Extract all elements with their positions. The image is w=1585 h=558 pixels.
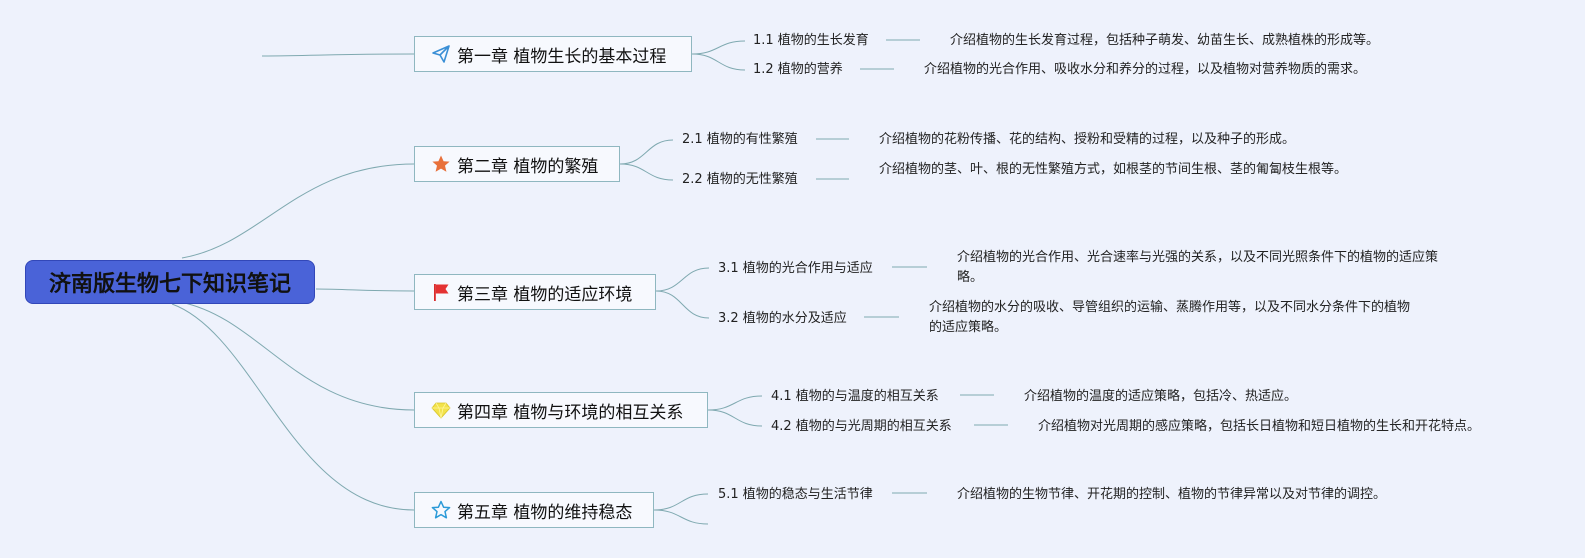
topic-3-2-desc: 介绍植物的水分的吸收、导管组织的运输、蒸腾作用等，以及不同水分条件下的植物的适应… (929, 298, 1419, 338)
flag-icon (431, 282, 451, 302)
topic-label: 4.2 植物的与光周期的相互关系 (771, 419, 952, 434)
chapter-branch-4 (619, 163, 674, 181)
chapter-branch-8 (707, 409, 763, 427)
topic-desc: 介绍植物的茎、叶、根的无性繁殖方式，如根茎的节间生根、茎的匍匐枝生根等。 (879, 162, 1348, 177)
chapter-branch-10 (653, 509, 709, 525)
chapter-5[interactable]: 第五章 植物的维持稳态 (414, 492, 654, 528)
chapter-1[interactable]: 第一章 植物生长的基本过程 (414, 36, 692, 72)
chapter-1-title: 第一章 植物生长的基本过程 (457, 46, 667, 67)
root-branch-2 (181, 163, 415, 259)
topic-label: 5.1 植物的稳态与生活节律 (718, 487, 873, 502)
topic-desc: 介绍植物的光合作用、光合速率与光强的关系，以及不同光照条件下的植物的适应策略。 (957, 250, 1439, 285)
root-title: 济南版生物七下知识笔记 (48, 272, 291, 297)
chapter-branch-5 (655, 267, 710, 292)
root-branch-4 (179, 301, 415, 411)
topic-desc: 介绍植物的水分的吸收、导管组织的运输、蒸腾作用等，以及不同水分条件下的植物的适应… (929, 300, 1411, 335)
topic-4-1-desc: 介绍植物的温度的适应策略，包括冷、热适应。 (1024, 387, 1444, 407)
chapter-branch-6 (655, 290, 710, 319)
topic-5-1-desc: 介绍植物的生物节律、开花期的控制、植物的节律异常以及对节律的调控。 (957, 485, 1427, 505)
root-topic[interactable]: 济南版生物七下知识笔记 (25, 260, 315, 304)
diamond-icon (431, 400, 451, 420)
topic-label: 3.1 植物的光合作用与适应 (718, 261, 873, 276)
topic-2-1[interactable]: 2.1 植物的有性繁殖 (682, 132, 798, 148)
topic-desc: 介绍植物对光周期的感应策略，包括长日植物和短日植物的生长和开花特点。 (1038, 419, 1481, 434)
topic-desc: 介绍植物的生长发育过程，包括种子萌发、幼苗生长、成熟植株的形成等。 (950, 33, 1380, 48)
chapter-branch-9 (653, 493, 709, 511)
chapter-2[interactable]: 第二章 植物的繁殖 (414, 146, 620, 182)
chapter-branch-2 (691, 53, 746, 71)
topic-desc: 介绍植物的温度的适应策略，包括冷、热适应。 (1024, 389, 1298, 404)
topic-label: 1.1 植物的生长发育 (753, 33, 869, 48)
topic-4-2[interactable]: 4.2 植物的与光周期的相互关系 (771, 419, 952, 435)
topic-3-2[interactable]: 3.2 植物的水分及适应 (718, 311, 847, 327)
topic-desc: 介绍植物的花粉传播、花的结构、授粉和受精的过程，以及种子的形成。 (879, 132, 1296, 147)
chapter-5-title: 第五章 植物的维持稳态 (457, 502, 633, 523)
topic-label: 3.2 植物的水分及适应 (718, 311, 847, 326)
topic-label: 2.2 植物的无性繁殖 (682, 172, 798, 187)
topic-2-2-desc: 介绍植物的茎、叶、根的无性繁殖方式，如根茎的节间生根、茎的匍匐枝生根等。 (879, 160, 1359, 180)
topic-1-2[interactable]: 1.2 植物的营养 (753, 62, 843, 78)
chapter-4-title: 第四章 植物与环境的相互关系 (457, 402, 684, 423)
topic-desc: 介绍植物的光合作用、吸收水分和养分的过程，以及植物对营养物质的需求。 (924, 62, 1367, 77)
topic-4-1[interactable]: 4.1 植物的与温度的相互关系 (771, 389, 939, 405)
topic-3-1-desc: 介绍植物的光合作用、光合速率与光强的关系，以及不同光照条件下的植物的适应策略。 (957, 248, 1447, 288)
topic-1-2-desc: 介绍植物的光合作用、吸收水分和养分的过程，以及植物对营养物质的需求。 (924, 60, 1444, 80)
chapter-branch-3 (619, 139, 674, 165)
topic-desc: 介绍植物的生物节律、开花期的控制、植物的节律异常以及对节律的调控。 (957, 487, 1387, 502)
topic-label: 4.1 植物的与温度的相互关系 (771, 389, 939, 404)
chapter-branch-1 (691, 40, 746, 55)
star-icon (431, 154, 451, 174)
root-branch-3 (315, 288, 415, 292)
topic-2-1-desc: 介绍植物的花粉传播、花的结构、授粉和受精的过程，以及种子的形成。 (879, 130, 1359, 150)
topic-2-2[interactable]: 2.2 植物的无性繁殖 (682, 172, 798, 188)
topic-1-1[interactable]: 1.1 植物的生长发育 (753, 33, 869, 49)
star-outline-icon (431, 500, 451, 520)
chapter-4[interactable]: 第四章 植物与环境的相互关系 (414, 392, 708, 428)
topic-4-2-desc: 介绍植物对光周期的感应策略，包括长日植物和短日植物的生长和开花特点。 (1038, 417, 1513, 437)
topic-label: 2.1 植物的有性繁殖 (682, 132, 798, 147)
chapter-2-title: 第二章 植物的繁殖 (457, 156, 599, 177)
topic-label: 1.2 植物的营养 (753, 62, 843, 77)
topic-1-1-desc: 介绍植物的生长发育过程，包括种子萌发、幼苗生长、成熟植株的形成等。 (950, 31, 1470, 51)
topic-3-1[interactable]: 3.1 植物的光合作用与适应 (718, 261, 873, 277)
topic-5-1[interactable]: 5.1 植物的稳态与生活节律 (718, 487, 873, 503)
paper-plane-icon (431, 44, 451, 64)
chapter-branch-7 (707, 395, 763, 411)
root-branch-5 (171, 303, 415, 511)
root-branch-1 (261, 53, 415, 57)
chapter-3-title: 第三章 植物的适应环境 (457, 284, 633, 305)
chapter-3[interactable]: 第三章 植物的适应环境 (414, 274, 656, 310)
